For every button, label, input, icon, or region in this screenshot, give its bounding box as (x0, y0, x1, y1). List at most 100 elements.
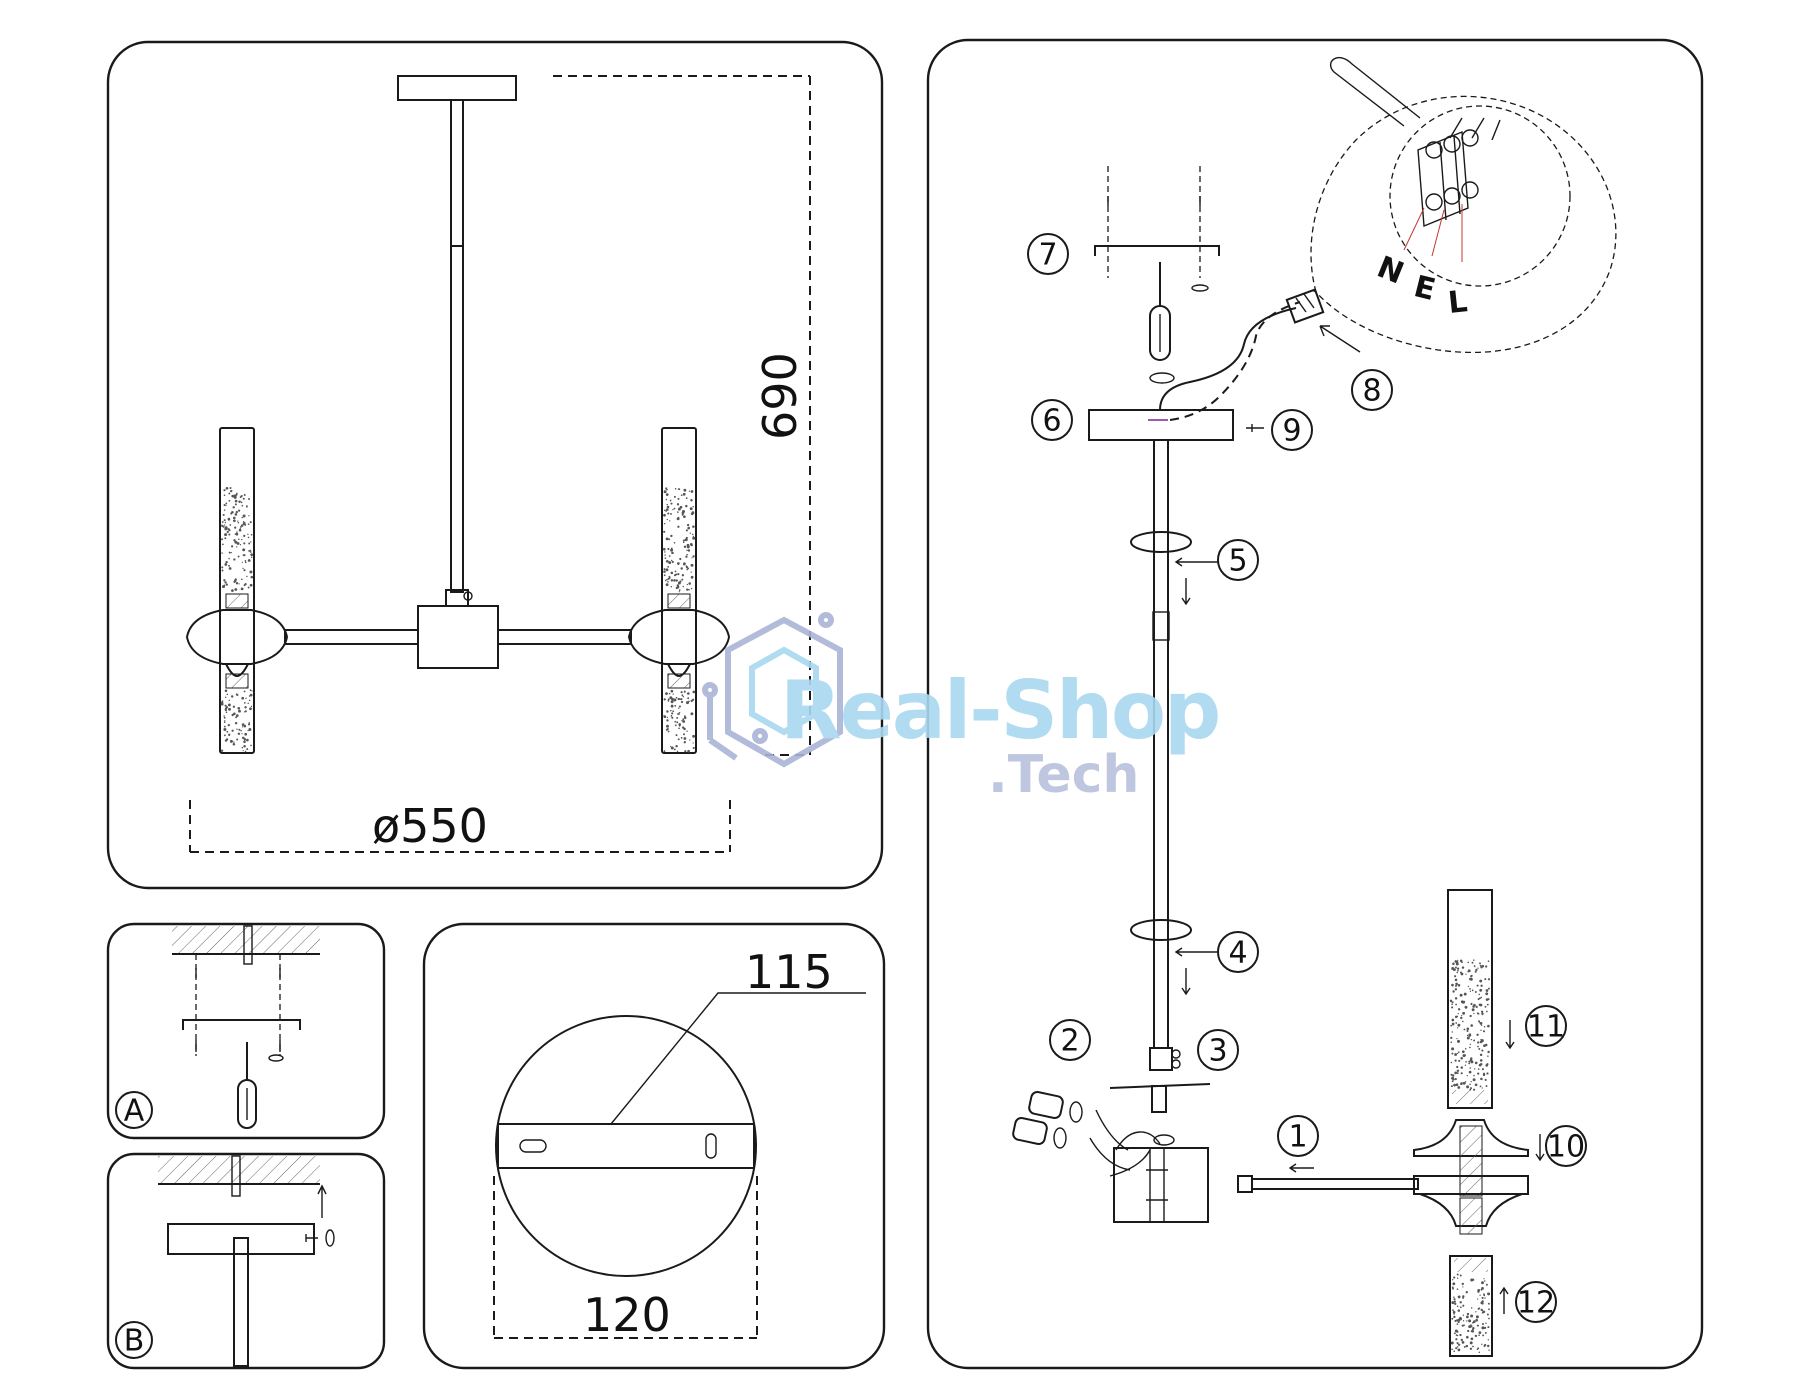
glitter-speck (678, 589, 681, 591)
glitter-speck (228, 533, 231, 536)
glitter-speck (666, 488, 668, 491)
glitter-speck (248, 542, 251, 545)
glitter-speck (1451, 1031, 1454, 1033)
glitter-speck (1481, 1302, 1484, 1305)
glitter-speck (223, 504, 226, 507)
glitter-speck (224, 689, 228, 693)
glitter-speck (228, 492, 231, 495)
glitter-speck (683, 690, 686, 693)
plate-diameter-dimension: 120 (583, 1288, 671, 1342)
glitter-speck (1487, 1339, 1489, 1341)
glitter-speck (233, 741, 235, 743)
mounting-plate (497, 1123, 755, 1169)
glitter-speck (242, 548, 246, 552)
glitter-speck (1451, 1348, 1453, 1351)
glitter-speck (1486, 1063, 1489, 1066)
glitter-speck (683, 716, 687, 720)
glitter-speck (1457, 969, 1459, 972)
glitter-speck (677, 697, 680, 701)
glitter-speck (1456, 1273, 1459, 1276)
glitter-speck (1451, 1317, 1454, 1320)
glitter-speck (1463, 1028, 1466, 1031)
glitter-speck (1487, 1055, 1489, 1057)
glitter-speck (1486, 1313, 1489, 1316)
screw-guides (195, 954, 281, 1056)
junction-box (1113, 1147, 1209, 1223)
glitter-speck (1461, 1341, 1465, 1344)
callout-2: 2 (1049, 1019, 1091, 1061)
glitter-speck (675, 579, 678, 582)
screws (195, 968, 281, 1052)
glitter-speck (244, 710, 246, 713)
glitter-speck (1450, 1073, 1453, 1076)
glitter-speck (665, 559, 669, 563)
glitter-speck (249, 521, 252, 524)
glitter-speck (244, 750, 247, 753)
glitter-speck (667, 565, 670, 568)
glitter-speck (670, 746, 674, 750)
glitter-speck (240, 526, 242, 528)
glitter-speck (1479, 979, 1483, 983)
lamp-holder-assembly (1413, 889, 1545, 1357)
glitter-speck (666, 503, 668, 506)
power-cable-dashed (1169, 301, 1301, 421)
glitter-speck (228, 564, 230, 567)
glitter-speck (1479, 1085, 1482, 1088)
glitter-speck (1460, 971, 1462, 974)
glitter-speck (1469, 1067, 1472, 1069)
callout-11: 11 (1525, 1005, 1567, 1047)
glitter-speck (1455, 1083, 1459, 1087)
watermark: Real-Shop .Tech (702, 612, 1221, 805)
glitter-speck (680, 700, 684, 704)
glitter-speck (1465, 1335, 1469, 1339)
glitter-speck (1485, 1085, 1488, 1088)
glitter-speck (669, 520, 671, 522)
glitter-speck (1455, 982, 1458, 986)
glitter-speck (677, 488, 680, 490)
glitter-speck (247, 729, 249, 732)
glitter-speck (687, 549, 691, 552)
glitter-speck (1461, 966, 1465, 969)
glitter-speck (238, 583, 240, 585)
glitter-speck (1456, 1342, 1459, 1345)
glitter-speck (1460, 1338, 1463, 1342)
glitter-speck (245, 697, 247, 700)
glitter-speck (224, 537, 227, 540)
canopy-rod (233, 1237, 249, 1367)
glitter-speck (244, 560, 247, 562)
glitter-speck (233, 558, 236, 561)
glitter-speck (686, 701, 689, 705)
glitter-speck (665, 510, 667, 513)
glitter-speck (676, 713, 679, 715)
glitter-speck (250, 541, 252, 543)
glitter-speck (1451, 1001, 1454, 1004)
glitter-speck (682, 585, 684, 588)
glitter-speck (690, 490, 694, 493)
glitter-speck (676, 721, 679, 724)
glitter-speck (248, 699, 251, 702)
glitter-speck (674, 704, 677, 707)
glitter-speck (1454, 978, 1458, 982)
glitter-speck (677, 586, 679, 589)
glitter-speck (220, 749, 224, 752)
svg-text:11: 11 (1527, 1010, 1565, 1045)
glitter-speck (1457, 1277, 1459, 1279)
glitter-speck (1452, 1309, 1454, 1311)
wire-leads (1403, 204, 1463, 262)
glitter-speck (688, 582, 691, 585)
glitter-speck (673, 507, 676, 510)
glitter-speck (1453, 1315, 1456, 1319)
glitter-speck (1479, 997, 1481, 1000)
glitter-speck (1471, 961, 1474, 964)
glitter-speck (670, 548, 674, 552)
glitter-speck (222, 525, 225, 528)
glitter-speck (234, 588, 238, 591)
glitter-speck (1479, 1294, 1481, 1296)
glitter-speck (233, 516, 236, 520)
glitter-speck (234, 513, 238, 516)
glitter-speck (223, 725, 226, 728)
wire-live-label: L (1446, 284, 1469, 321)
glitter-speck (1466, 1036, 1470, 1040)
glitter-speck (666, 505, 670, 509)
glitter-speck (1474, 1068, 1476, 1070)
